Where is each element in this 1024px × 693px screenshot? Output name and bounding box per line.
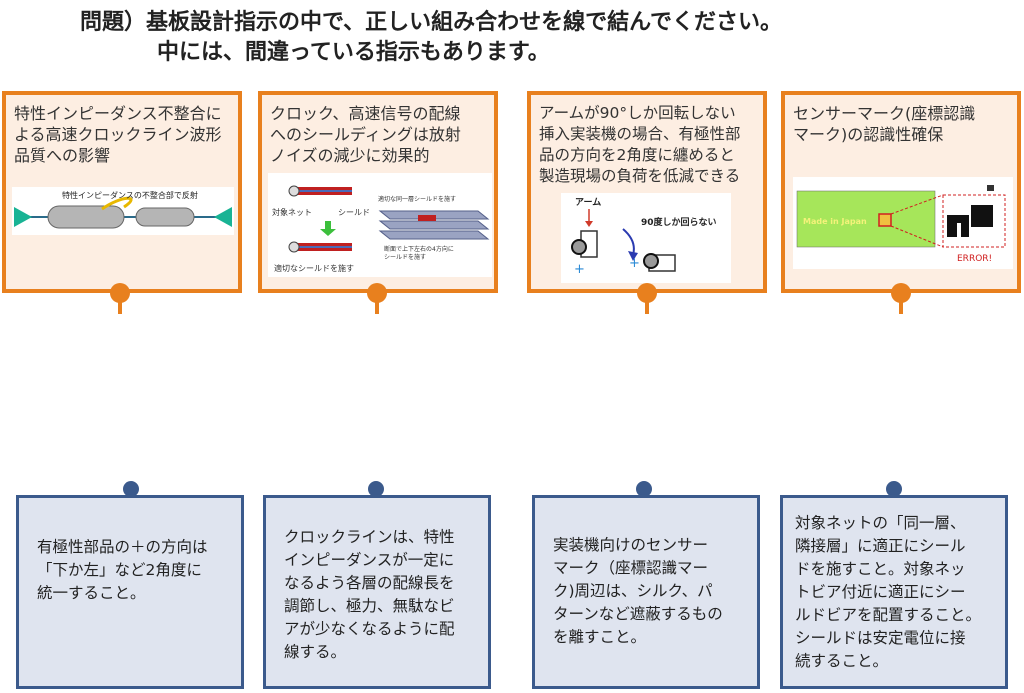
label-apply-shield: 適切なシールドを施す <box>274 263 354 273</box>
card-text: センサーマーク(座標認識 マーク)の認識性確保 <box>793 104 976 144</box>
label-error: ERROR! <box>957 254 992 264</box>
answer-text: 実装機向けのセンサー マーク（座標認識マー ク)周辺は、シルク、パ ターンなど遮… <box>553 536 723 646</box>
card-text: クロック、高速信号の配線 へのシールディングは放射 ノイズの減少に効果的 <box>270 104 461 165</box>
answer-2-connector[interactable] <box>368 481 384 497</box>
card-sensor-mark: センサーマーク(座標認識 マーク)の認識性確保 Made in Japan ER… <box>781 91 1021 293</box>
label-shield: シールド <box>338 208 370 217</box>
impedance-caption: 特性インピーダンスの不整合部で反射 <box>62 190 198 200</box>
shielding-illustration: 対象ネット シールド 適切なシールドを施す 適切な同一層シールドを施す 断面で上… <box>272 185 490 273</box>
card-3-connector-stem <box>645 300 649 314</box>
svg-text:+: + <box>574 262 585 277</box>
svg-text:+: + <box>629 256 640 271</box>
answer-box-clock-line: クロックラインは、特性 インピーダンスが一定に なるよう各層の配線長を 調節し、… <box>263 495 491 689</box>
card-2-connector-stem <box>375 300 379 314</box>
answer-3-connector[interactable] <box>636 481 652 497</box>
card-shielding: クロック、高速信号の配線 へのシールディングは放射 ノイズの減少に効果的 対象ネ… <box>258 91 498 293</box>
label-target-net: 対象ネット <box>272 207 312 217</box>
answer-box-shielding: 対象ネットの「同一層、 隣接層」に適正にシール ドを施すこと。対象ネッ トビア付… <box>780 495 1008 689</box>
card-4-connector-stem <box>899 300 903 314</box>
label-made-in: Made in Japan <box>803 217 867 226</box>
card-illustration: アーム + 90度しか回らない + <box>561 193 731 283</box>
label-same-layer: 適切な同一層シールドを施す <box>378 195 456 203</box>
answer-4-connector[interactable] <box>886 481 902 497</box>
card-illustration: Made in Japan ERROR! <box>793 177 1013 269</box>
answer-box-sensor-mark: 実装機向けのセンサー マーク（座標認識マー ク)周辺は、シルク、パ ターンなど遮… <box>532 495 760 689</box>
card-3-connector[interactable] <box>637 283 657 303</box>
answer-1-connector[interactable] <box>123 481 139 497</box>
label-cross-section: 断面で上下左右の4方向に <box>384 245 454 253</box>
card-4-connector[interactable] <box>891 283 911 303</box>
card-polarity: アームが90°しか回転しない 挿入実装機の場合、有極性部 品の方向を2角度に纏め… <box>527 91 767 293</box>
label-rotate: 90度しか回らない <box>641 216 717 228</box>
label-arm: アーム <box>575 197 601 208</box>
card-text: 特性インピーダンス不整合に よる高速クロックライン波形 品質への影響 <box>14 104 222 165</box>
answer-text: クロックラインは、特性 インピーダンスが一定に なるよう各層の配線長を 調節し、… <box>284 528 455 661</box>
label-cross-section-2: シールドを施す <box>384 253 426 261</box>
title-line-1: 問題）基板設計指示の中で、正しい組み合わせを線で結んでください。 <box>80 10 783 35</box>
answer-text: 有極性部品の＋の方向は 「下か左」など2角度に 統一すること。 <box>37 538 208 602</box>
title-line-2: 中には、間違っている指示もあります。 <box>157 40 550 65</box>
sensor-mark-illustration: Made in Japan ERROR! <box>796 185 1006 264</box>
card-1-connector[interactable] <box>110 283 130 303</box>
polarity-illustration: アーム + 90度しか回らない + <box>571 197 717 277</box>
card-illustration: 対象ネット シールド 適切なシールドを施す 適切な同一層シールドを施す 断面で上… <box>268 173 492 277</box>
answer-text: 対象ネットの「同一層、 隣接層」に適正にシール ドを施すこと。対象ネッ トビア付… <box>795 514 982 670</box>
answer-box-polarity: 有極性部品の＋の方向は 「下か左」など2角度に 統一すること。 <box>16 495 244 689</box>
card-impedance: 特性インピーダンス不整合に よる高速クロックライン波形 品質への影響 特性インピ… <box>2 91 242 293</box>
card-1-connector-stem <box>118 300 122 314</box>
card-text: アームが90°しか回転しない 挿入実装機の場合、有極性部 品の方向を2角度に纏め… <box>539 104 741 185</box>
impedance-illustration: 特性インピーダンスの不整合部で反射 <box>14 190 232 229</box>
card-illustration: 特性インピーダンスの不整合部で反射 <box>12 187 234 235</box>
card-2-connector[interactable] <box>367 283 387 303</box>
